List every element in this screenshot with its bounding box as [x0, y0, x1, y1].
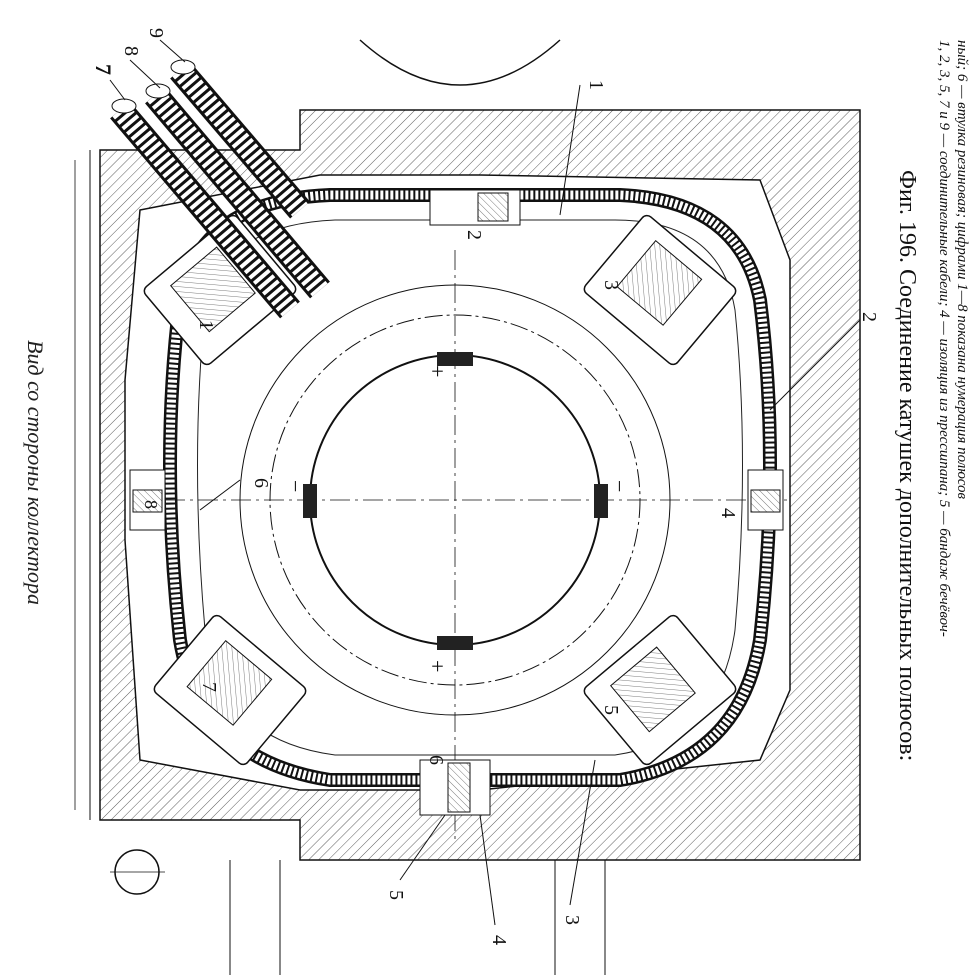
- pole-number-3: 3: [600, 280, 622, 290]
- label-1: 1: [585, 80, 607, 90]
- label-5: 5: [385, 890, 407, 900]
- polarity-bottom: +: [425, 660, 450, 672]
- pole-number-1: 1: [195, 320, 217, 330]
- pole-7: [153, 614, 307, 766]
- legend-line-1: 1, 2, 3, 5, 7 и 9 — соединительные кабел…: [936, 40, 952, 637]
- pole-numbers: 1 2 3 4 5 6 7 8: [141, 230, 739, 765]
- label-2: 2: [858, 312, 880, 322]
- legend-line-2: ный; 6 — втулка резиновая; цифрами 1—8 п…: [954, 40, 970, 499]
- rotor: [165, 250, 790, 840]
- view-caption: Вид со стороны коллектора: [23, 340, 48, 605]
- polarity-right: −: [607, 480, 632, 492]
- figure-title: Фиг. 196. Соединение катушек дополнитель…: [894, 170, 920, 761]
- label-7: 7: [91, 64, 116, 75]
- label-9: 9: [145, 28, 167, 38]
- label-4: 4: [488, 935, 510, 945]
- pole-number-5: 5: [600, 705, 622, 715]
- pole-5: [583, 614, 737, 766]
- lead-cables: [110, 59, 330, 319]
- leader-labels: 1 2 3 4 5 6 7 8 9: [91, 28, 880, 945]
- cable-ring: [163, 188, 777, 787]
- polarity-left: −: [283, 480, 308, 492]
- pole-number-8: 8: [141, 500, 161, 509]
- label-6: 6: [250, 478, 272, 488]
- polarity-top: +: [425, 365, 450, 377]
- pole-number-7: 7: [198, 682, 220, 692]
- leader-lines: [109, 39, 861, 926]
- pole-number-2: 2: [463, 230, 485, 240]
- polarity-signs: + + − −: [283, 365, 632, 672]
- pole-number-4: 4: [717, 508, 739, 518]
- label-8: 8: [120, 46, 142, 56]
- pole-shoes: [129, 189, 784, 816]
- pole-3: [583, 214, 737, 366]
- label-3: 3: [561, 915, 583, 925]
- pole-number-6: 6: [425, 755, 447, 765]
